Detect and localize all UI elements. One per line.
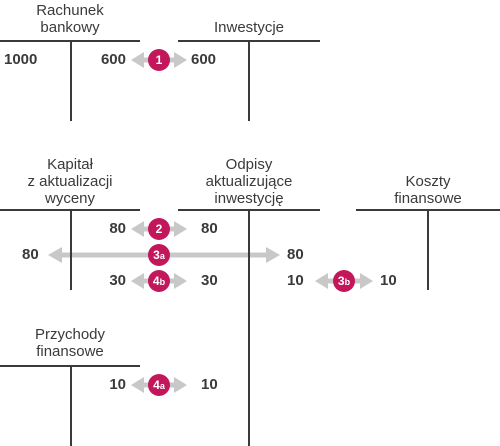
account-title-kapital: Kapitał z aktualizacji wyceny [27, 156, 113, 207]
step-badge-4b: 4b [148, 270, 170, 292]
account-title-koszty: Koszty finansowe [394, 173, 462, 207]
t-account-divider [427, 209, 429, 290]
amount-credit: 10 [109, 376, 126, 393]
amount-debit: 1000 [4, 51, 38, 68]
amount-debit: 600 [191, 51, 217, 68]
amount-credit: 30 [109, 272, 126, 289]
amount-debit: 10 [201, 376, 218, 393]
account-title-inwestycje: Inwestycje [213, 19, 285, 36]
amount-debit: 80 [201, 220, 218, 237]
step-badge-3a: 3a [148, 244, 170, 266]
step-badge-4a: 4a [148, 374, 170, 396]
t-account-divider [248, 40, 250, 121]
amount-debit: 30 [201, 272, 218, 289]
amount-credit: 600 [100, 51, 126, 68]
t-account-divider [70, 365, 72, 446]
step-badge-1: 1 [148, 49, 170, 71]
amount-credit: 80 [287, 246, 304, 263]
amount-debit: 10 [287, 272, 304, 289]
account-title-przychody: Przychody finansowe [34, 326, 106, 360]
amount-debit: 80 [22, 246, 39, 263]
amount-credit: 80 [109, 220, 126, 237]
t-account-divider [70, 209, 72, 290]
amount-debit: 10 [380, 272, 397, 289]
step-badge-3b: 3b [333, 270, 355, 292]
t-account-divider [70, 40, 72, 121]
account-title-odpisy: Odpisy aktualizujące inwestycję [205, 156, 293, 207]
account-title-rachunek: Rachunek bankowy [36, 2, 104, 36]
step-badge-2: 2 [148, 218, 170, 240]
t-account-divider [248, 209, 250, 446]
